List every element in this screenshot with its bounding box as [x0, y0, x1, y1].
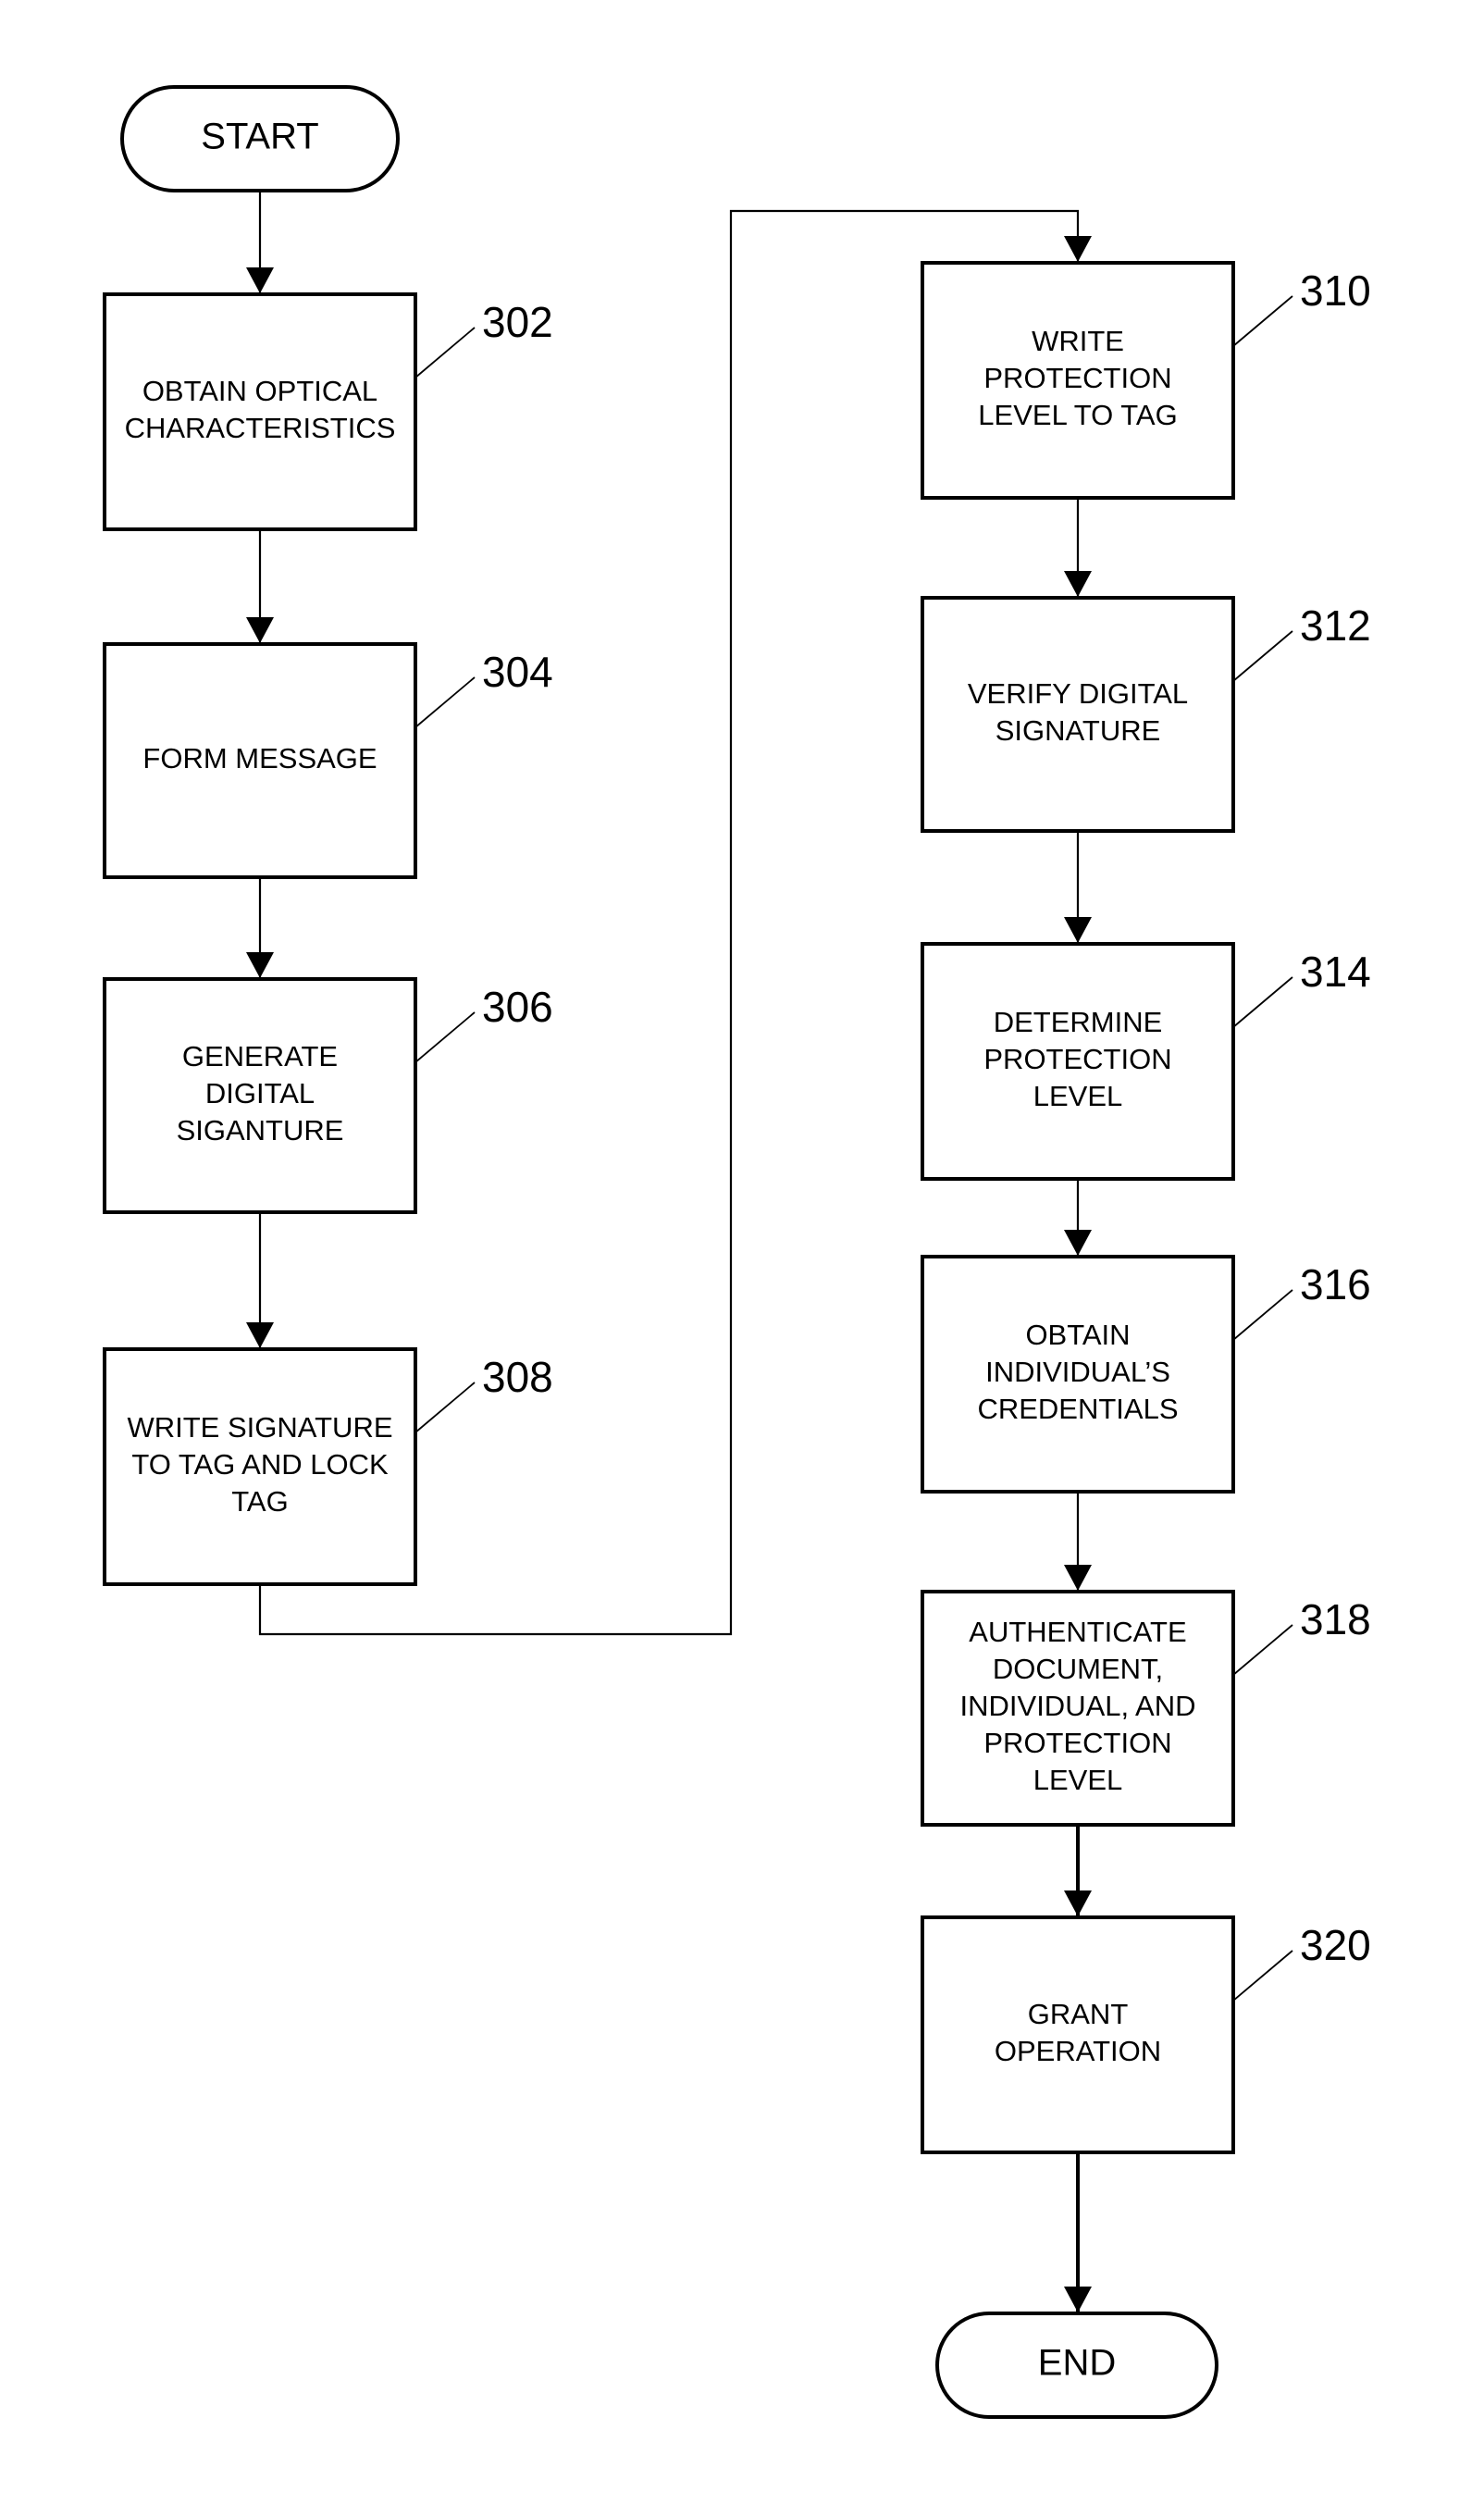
- step-label-line: PROTECTION: [983, 362, 1171, 394]
- reference-numeral: 312: [1300, 601, 1371, 650]
- reference-leader-line: [1233, 977, 1292, 1027]
- step-label-line: SIGNATURE: [996, 714, 1161, 747]
- step-label-line: DETERMINE: [994, 1006, 1163, 1038]
- process-step-306: GENERATE DIGITAL SIGANTURE 306: [105, 979, 553, 1212]
- step-label-line: WRITE SIGNATURE: [127, 1411, 392, 1444]
- step-label-line: PROTECTION: [983, 1727, 1171, 1759]
- reference-leader-line: [1233, 631, 1292, 681]
- step-label-line: PROTECTION: [983, 1043, 1171, 1075]
- step-label-line: GRANT: [1028, 1998, 1129, 2030]
- reference-leader-line: [1233, 296, 1292, 346]
- reference-numeral: 316: [1300, 1260, 1371, 1308]
- step-label-line: LEVEL: [1033, 1080, 1123, 1112]
- step-label-line: CHARACTERISTICS: [125, 412, 396, 444]
- process-step-318: AUTHENTICATE DOCUMENT, INDIVIDUAL, AND PROT…: [922, 1592, 1371, 1825]
- step-label-line: LEVEL: [1033, 1764, 1123, 1796]
- start-terminal: START: [122, 87, 398, 191]
- reference-leader-line: [415, 1382, 475, 1432]
- step-label-line: FORM MESSAGE: [142, 742, 377, 775]
- reference-numeral: 302: [482, 298, 553, 346]
- reference-leader-line: [1233, 1951, 1292, 2001]
- step-label-line: GENERATE: [182, 1040, 338, 1072]
- step-label-line: INDIVIDUAL’S: [985, 1356, 1170, 1388]
- process-steps: OBTAIN OPTICAL CHARACTERISTICS 302FORM MES…: [105, 263, 1371, 2152]
- step-label-line: WRITE: [1032, 325, 1124, 357]
- step-label-line: OBTAIN: [1025, 1319, 1130, 1351]
- reference-numeral: 306: [482, 983, 553, 1031]
- step-label-line: SIGANTURE: [177, 1114, 344, 1147]
- start-label: START: [201, 117, 318, 157]
- reference-numeral: 318: [1300, 1595, 1371, 1643]
- reference-leader-line: [415, 677, 475, 727]
- process-step-310: WRITE PROTECTION LEVEL TO TAG 310: [922, 263, 1371, 498]
- process-step-314: DETERMINE PROTECTION LEVEL 314: [922, 944, 1371, 1179]
- step-label-line: DIGITAL: [205, 1077, 315, 1109]
- step-label-line: DOCUMENT,: [993, 1653, 1163, 1685]
- reference-leader-line: [1233, 1290, 1292, 1340]
- step-label-line: LEVEL TO TAG: [978, 399, 1177, 431]
- reference-numeral: 304: [482, 648, 553, 696]
- end-terminal: END: [937, 2313, 1217, 2417]
- reference-leader-line: [415, 328, 475, 378]
- reference-numeral: 308: [482, 1353, 553, 1401]
- process-step-312: VERIFY DIGITAL SIGNATURE 312: [922, 598, 1371, 831]
- reference-leader-line: [415, 1012, 475, 1062]
- step-label-line: TAG: [231, 1485, 288, 1518]
- end-label: END: [1038, 2343, 1116, 2384]
- step-label-line: TO TAG AND LOCK: [131, 1448, 389, 1481]
- reference-leader-line: [1233, 1625, 1292, 1675]
- process-step-304: FORM MESSAGE 304: [105, 644, 553, 877]
- process-step-320: GRANT OPERATION 320: [922, 1917, 1371, 2152]
- step-label-line: INDIVIDUAL, AND: [960, 1690, 1196, 1722]
- process-step-316: OBTAIN INDIVIDUAL’S CREDENTIALS 316: [922, 1257, 1371, 1492]
- step-label-line: OBTAIN OPTICAL: [142, 375, 377, 407]
- reference-numeral: 310: [1300, 267, 1371, 315]
- reference-numeral: 320: [1300, 1921, 1371, 1969]
- step-label-line: VERIFY DIGITAL: [968, 677, 1188, 710]
- step-label-line: AUTHENTICATE: [969, 1616, 1186, 1648]
- process-step-302: OBTAIN OPTICAL CHARACTERISTICS 302: [105, 294, 553, 529]
- step-label-line: CREDENTIALS: [977, 1393, 1178, 1425]
- reference-numeral: 314: [1300, 948, 1371, 996]
- process-step-308: WRITE SIGNATURE TO TAG AND LOCK TAG 308: [105, 1349, 553, 1584]
- step-label-line: OPERATION: [995, 2035, 1161, 2067]
